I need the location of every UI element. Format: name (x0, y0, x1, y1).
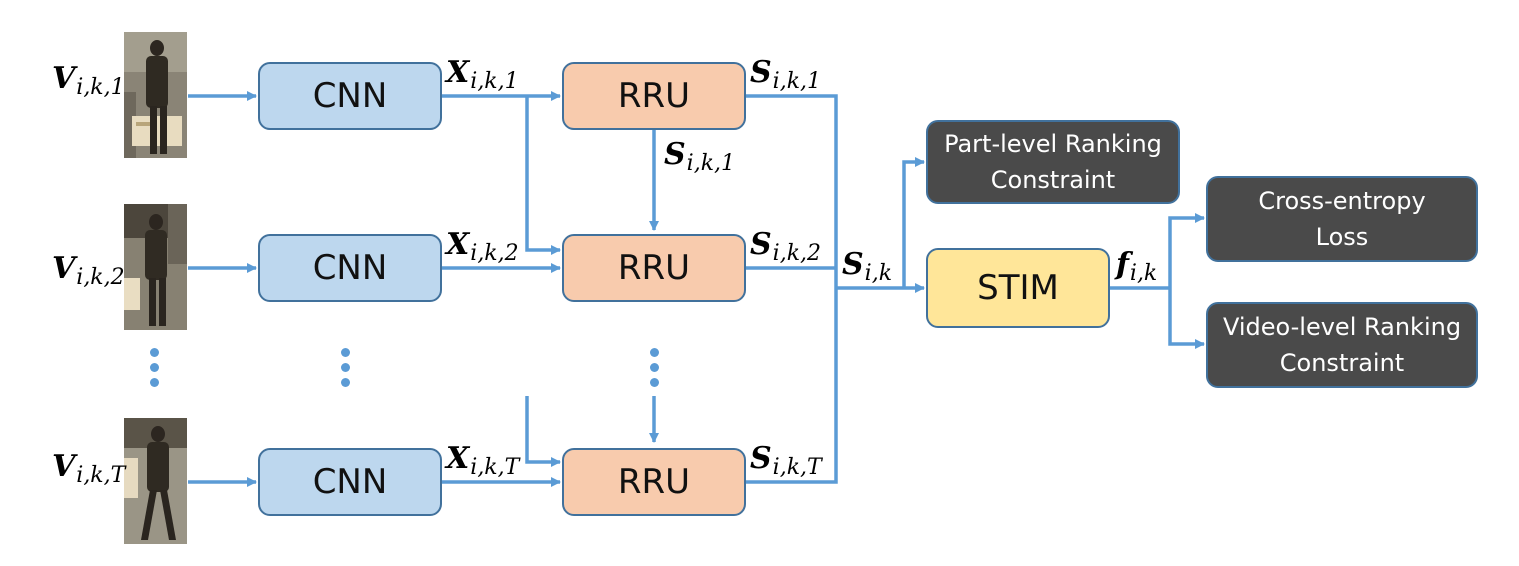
frame-label-T: Vi,k,T (52, 449, 126, 488)
video-frame-1 (124, 32, 187, 158)
state-label-1: Si,k,1 (750, 55, 822, 94)
aggregate-state-label: Si,k (842, 247, 893, 286)
state-label-2: Si,k,2 (750, 227, 822, 266)
state-label-T: Si,k,T (750, 441, 822, 480)
part-ranking-line1: Part-level Ranking (944, 130, 1162, 158)
ellipsis-rru (650, 348, 660, 393)
cnn-box-1: CNN (258, 62, 442, 130)
arrow-stim-cross-entropy (1168, 213, 1205, 288)
video-frame-T (124, 418, 187, 544)
recurrent-state-label: Si,k,1 (664, 137, 736, 176)
cnn-box-2: CNN (258, 234, 442, 302)
rru-box-T: RRU (562, 448, 746, 516)
cnn-label-1: CNN (312, 76, 388, 116)
rru-box-1: RRU (562, 62, 746, 130)
arrow-collector-part-ranking (902, 157, 925, 288)
cnn-box-T: CNN (258, 448, 442, 516)
line-rruT-collector (746, 288, 838, 484)
cross-entropy-line1: Cross-entropy (1258, 187, 1426, 215)
cnn-label-T: CNN (312, 462, 388, 502)
arrow-x1-branch-rru2 (525, 96, 561, 255)
pedestrian-image-T (124, 418, 187, 544)
pedestrian-image-1 (124, 32, 187, 158)
cnn-label-2: CNN (312, 248, 388, 288)
rru-box-2: RRU (562, 234, 746, 302)
arrow-branch-rruT (525, 396, 561, 467)
stim-output-label: fi,k (1116, 247, 1158, 286)
arrow-stim-video-ranking (1168, 288, 1205, 349)
rru-label-2: RRU (617, 248, 691, 288)
part-ranking-line2: Constraint (990, 166, 1116, 194)
video-ranking-line1: Video-level Ranking (1222, 313, 1462, 341)
frame-label-2: Vi,k,2 (52, 251, 125, 290)
pedestrian-image-2 (124, 204, 187, 330)
stim-box: STIM (926, 248, 1110, 328)
feature-label-2: Xi,k,2 (446, 227, 519, 266)
ellipsis-cnn (341, 348, 351, 393)
stim-label: STIM (977, 268, 1059, 308)
line-rru1-collector (746, 94, 838, 288)
feature-label-T: Xi,k,T (446, 441, 520, 480)
feature-label-1: Xi,k,1 (446, 55, 519, 94)
frame-label-1: Vi,k,1 (52, 61, 125, 100)
video-frame-2 (124, 204, 187, 330)
video-ranking-line2: Constraint (1279, 349, 1405, 377)
ellipsis-frames (150, 348, 160, 393)
rru-label-T: RRU (617, 462, 691, 502)
cross-entropy-line2: Loss (1315, 223, 1369, 251)
rru-label-1: RRU (617, 76, 691, 116)
